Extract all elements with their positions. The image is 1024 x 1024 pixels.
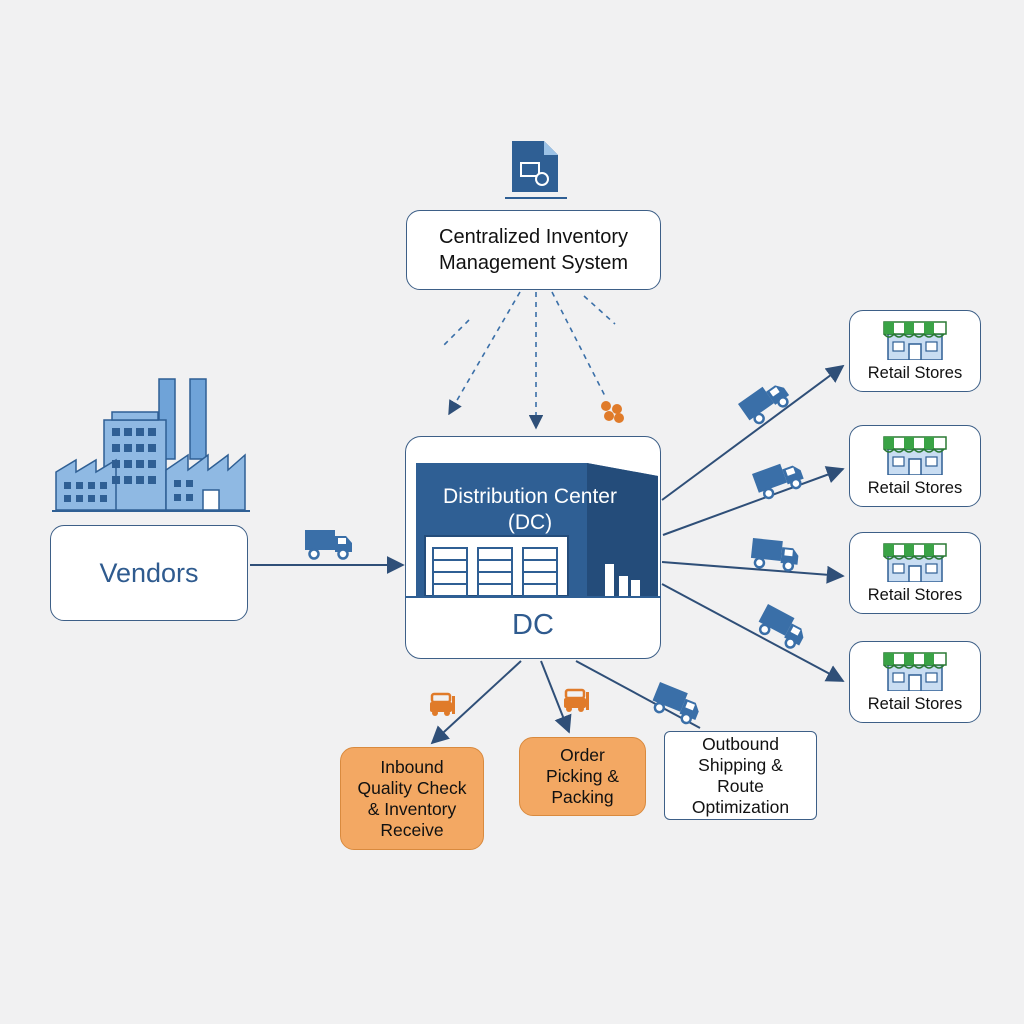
- step-line: & Inventory: [367, 798, 457, 819]
- dc-title-line2: (DC): [507, 511, 553, 534]
- dc-to-steps-arrows: [430, 660, 701, 745]
- forklift-icon: [428, 692, 457, 718]
- distribution-center-box: DC: [404, 436, 661, 659]
- storefront-icon: [883, 321, 947, 360]
- step-line: Order: [560, 745, 605, 765]
- step-line: Receive: [380, 819, 444, 840]
- inventory-system-box: Centralized Inventory Management System: [406, 210, 661, 290]
- dc-label: DC: [512, 609, 554, 641]
- step-line: Shipping &: [698, 754, 783, 775]
- step-line: Packing: [551, 787, 614, 807]
- warehouse-icon: [404, 462, 661, 598]
- document-settings-icon: [505, 141, 567, 199]
- factory-icon: [52, 378, 250, 512]
- step-outbound-box: Outbound Shipping & Route Optimization: [664, 731, 817, 820]
- storefront-icon: [883, 543, 947, 582]
- forklift-icon: [562, 688, 591, 714]
- retail-store-box: Retail Stores: [849, 310, 981, 392]
- truck-icon: [648, 680, 705, 728]
- vendors-box: Vendors: [50, 525, 248, 621]
- vendors-label: Vendors: [99, 557, 199, 588]
- retail-store-box: Retail Stores: [849, 641, 981, 723]
- retail-store-box: Retail Stores: [849, 532, 981, 614]
- truck-icon: [303, 528, 354, 560]
- retail-store-label: Retail Stores: [867, 364, 963, 382]
- step-line: Outbound: [702, 733, 779, 754]
- step-inbound-box: Inbound Quality Check & Inventory Receiv…: [340, 747, 484, 850]
- storefront-icon: [883, 652, 947, 691]
- retail-store-label: Retail Stores: [867, 695, 963, 713]
- retail-store-box: Retail Stores: [849, 425, 981, 507]
- system-label-line1: Centralized Inventory: [439, 226, 628, 248]
- retail-store-label: Retail Stores: [867, 586, 963, 604]
- step-line: Quality Check: [357, 777, 467, 798]
- storefront-icon: [883, 436, 947, 475]
- step-line: Picking &: [546, 766, 619, 786]
- system-label-line2: Management System: [439, 252, 628, 274]
- orange-dots-icon: [601, 401, 624, 423]
- dc-to-stores-arrows: [661, 364, 845, 682]
- step-picking-box: Order Picking & Packing: [519, 737, 646, 816]
- system-to-dc-dashed-links: [443, 291, 616, 430]
- step-line: Inbound: [380, 756, 444, 777]
- step-line: Route Optimization: [691, 775, 790, 817]
- dc-title-line1: Distribution Center: [443, 485, 617, 508]
- retail-store-label: Retail Stores: [867, 479, 963, 497]
- dc-building-title: Distribution Center (DC): [418, 484, 642, 536]
